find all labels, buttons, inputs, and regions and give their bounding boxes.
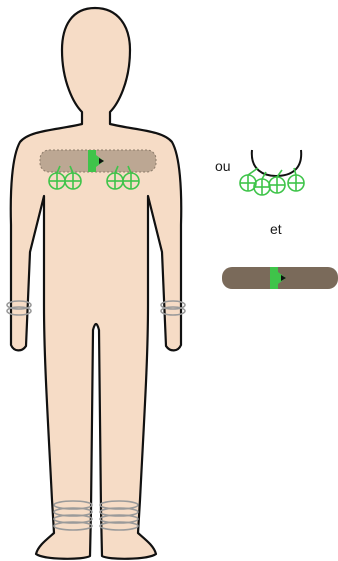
chest-strap-icon — [40, 150, 156, 172]
electrode-icon — [254, 179, 270, 195]
standalone-strap-icon — [222, 267, 338, 289]
electrode-icon — [49, 173, 65, 189]
electrode-icon — [123, 173, 139, 189]
or-label: ou — [215, 158, 231, 174]
electrode-icon — [269, 177, 285, 193]
human-body-silhouette — [11, 8, 181, 559]
electrode-icon — [288, 175, 304, 191]
necklace-electrode-icon — [240, 150, 304, 195]
electrode-icon — [65, 173, 81, 189]
electrode-icon — [107, 173, 123, 189]
and-label: et — [270, 221, 282, 237]
